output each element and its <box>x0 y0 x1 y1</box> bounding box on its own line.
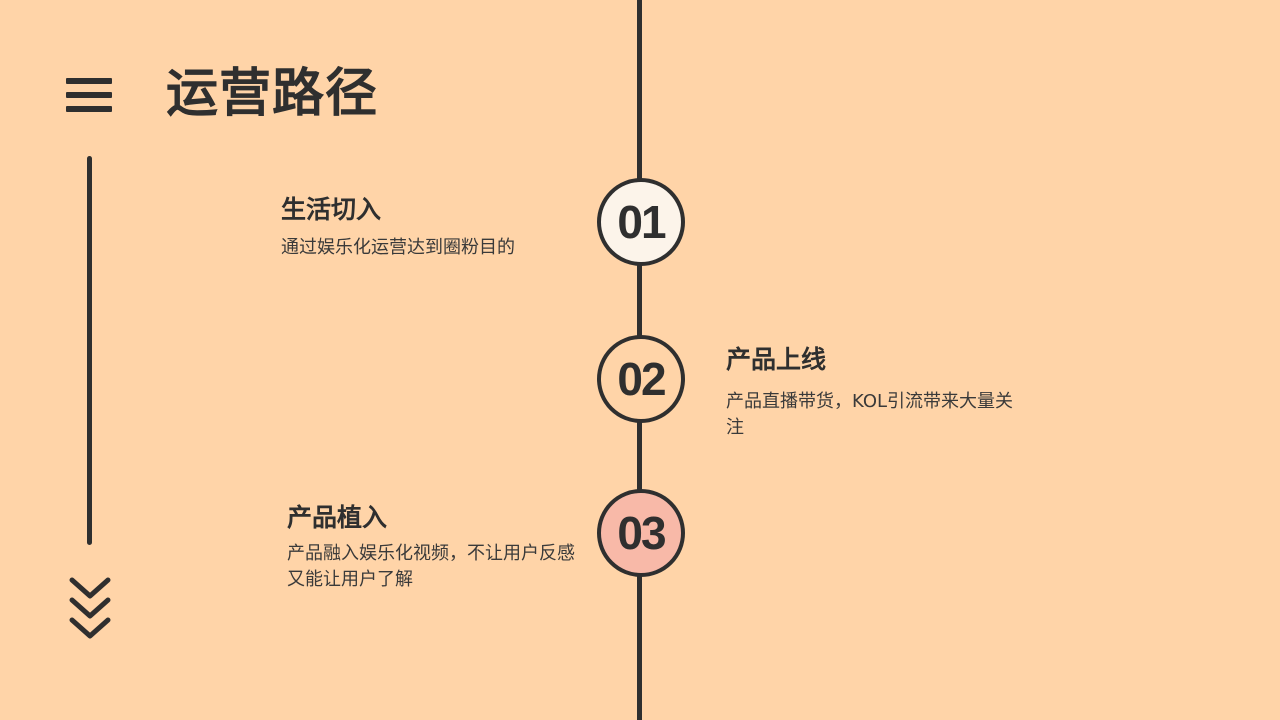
step-3-description: 产品融入娱乐化视频，不让用户反感又能让用户了解 <box>287 543 575 590</box>
step-1-number-badge: 01 <box>597 178 685 266</box>
step-1-title: 生活切入 <box>281 195 382 224</box>
menu-icon <box>66 78 112 112</box>
step-1-description: 通过娱乐化运营达到圈粉目的 <box>281 237 515 258</box>
menu-icon-bar <box>66 92 112 98</box>
menu-icon-bar <box>66 78 112 84</box>
side-divider <box>87 156 92 545</box>
menu-icon-bar <box>66 106 112 112</box>
page-title: 运营路径 <box>166 64 379 124</box>
step-3-number-badge: 03 <box>597 489 685 577</box>
double-chevron-down-icon <box>69 577 111 639</box>
step-2-number-badge: 02 <box>597 335 685 423</box>
step-2-title: 产品上线 <box>726 345 827 374</box>
step-3-title: 产品植入 <box>287 503 388 532</box>
step-2-description: 产品直播带货，KOL引流带来大量关注 <box>726 391 1014 438</box>
